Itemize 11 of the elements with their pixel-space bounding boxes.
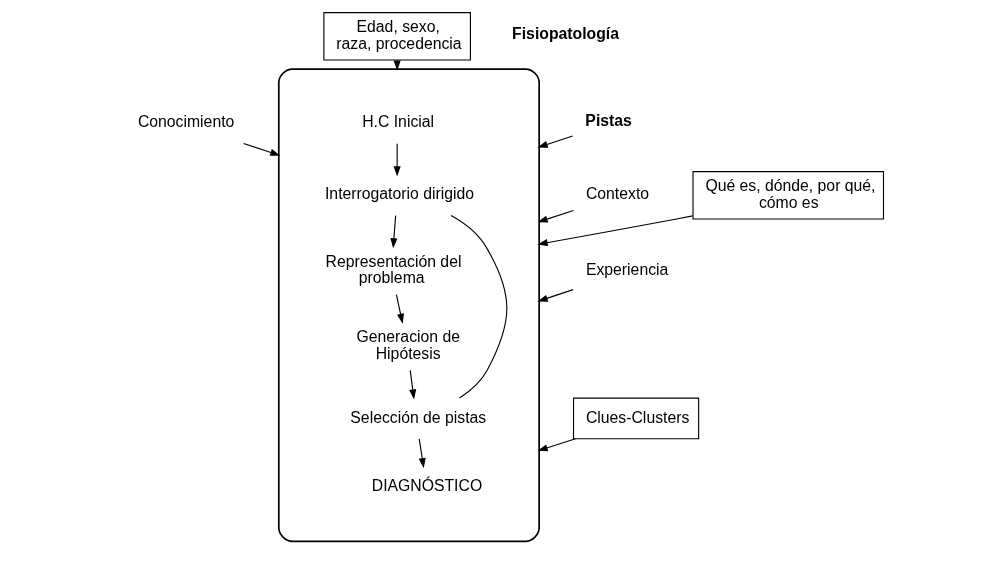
- node-text: Representación del problema: [325, 252, 461, 287]
- node-text: Interrogatorio dirigido: [324, 185, 474, 203]
- node-text: DIAGNÓSTICO: [371, 477, 482, 495]
- node-text: Contexto: [585, 185, 649, 203]
- node-text: Experiencia: [585, 260, 668, 278]
- node-text: H.C Inicial: [361, 113, 434, 131]
- label: Fisiopatología: [511, 25, 619, 43]
- node-text: Generacion de Hipótesis: [356, 328, 460, 362]
- node-text: Selección de pistas: [349, 408, 486, 426]
- node-text: Pistas: [584, 112, 632, 130]
- node-text: Conocimiento: [137, 113, 234, 131]
